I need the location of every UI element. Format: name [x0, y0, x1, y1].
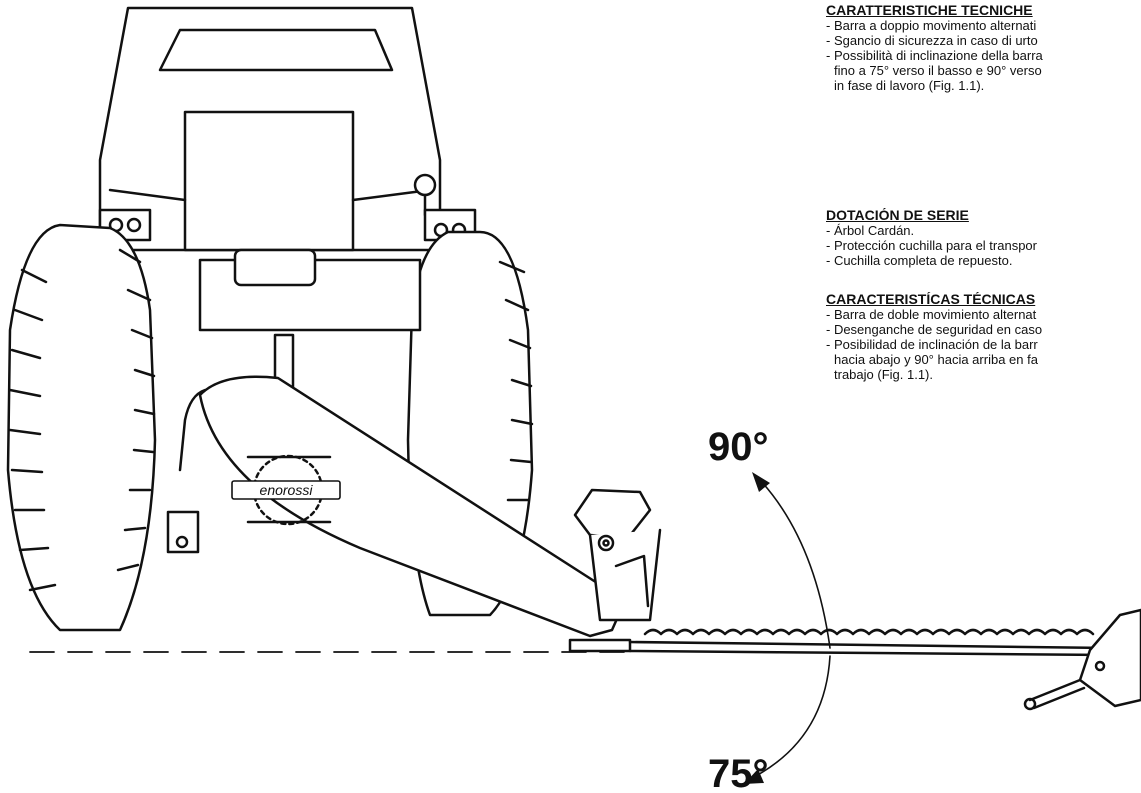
logo-text: enorossi	[260, 482, 314, 498]
section-line: - Posibilidad de inclinación de la barr	[826, 337, 1038, 352]
outer-shoe	[1023, 608, 1141, 711]
rotation-arc-up	[759, 479, 831, 649]
section-dotacion-de-serie: DOTACIÓN DE SERIE - Árbol Cardán. - Prot…	[826, 208, 1141, 268]
section-line: - Sgancio di sicurezza in caso di urto	[826, 33, 1038, 48]
enorossi-logo: enorossi	[231, 480, 341, 500]
mower-drive-cover	[166, 375, 622, 638]
section-line: trabajo (Fig. 1.1).	[834, 367, 933, 382]
cutter-bar	[628, 628, 1112, 657]
angle-label-down: 75°	[708, 752, 769, 793]
section-caratteristiche-tecniche: CARATTERISTICHE TECNICHE - Barra a doppi…	[826, 3, 1141, 93]
section-line: - Desenganche de seguridad en caso	[826, 322, 1043, 337]
angle-label-up: 90°	[708, 425, 769, 469]
section-line: hacia abajo y 90° hacia arriba en fa	[834, 352, 1038, 367]
rear-axle-housing	[198, 248, 422, 422]
section-line: in fase di lavoro (Fig. 1.1).	[834, 78, 985, 93]
section-line: - Barra de doble movimiento alternat	[826, 307, 1037, 322]
section-caracteristicas-tecnicas: CARACTERISTÍCAS TÉCNICAS - Barra de dobl…	[826, 292, 1141, 382]
section-line: - Barra a doppio movimento alternati	[826, 18, 1037, 33]
tractor-cab	[98, 6, 442, 252]
section-line: - Protección cuchilla para el transpor	[826, 238, 1037, 253]
section-line: fino a 75° verso il basso e 90° verso	[834, 63, 1042, 78]
left-rear-tyre	[6, 223, 157, 632]
arrowhead-up-icon	[752, 472, 770, 492]
section-line: - Árbol Cardán.	[826, 223, 915, 238]
section-title: DOTACIÓN DE SERIE	[826, 208, 969, 223]
section-title: CARATTERISTICHE TECNICHE	[826, 3, 1033, 18]
section-title: CARACTERISTÍCAS TÉCNICAS	[826, 292, 1036, 307]
section-line: - Cuchilla completa de repuesto.	[826, 253, 1013, 268]
arrowhead-down-icon	[744, 769, 764, 784]
section-line: - Possibilità di inclinazione della barr…	[826, 48, 1043, 63]
rotation-arc-down	[751, 655, 831, 779]
cutter-head	[568, 488, 662, 653]
